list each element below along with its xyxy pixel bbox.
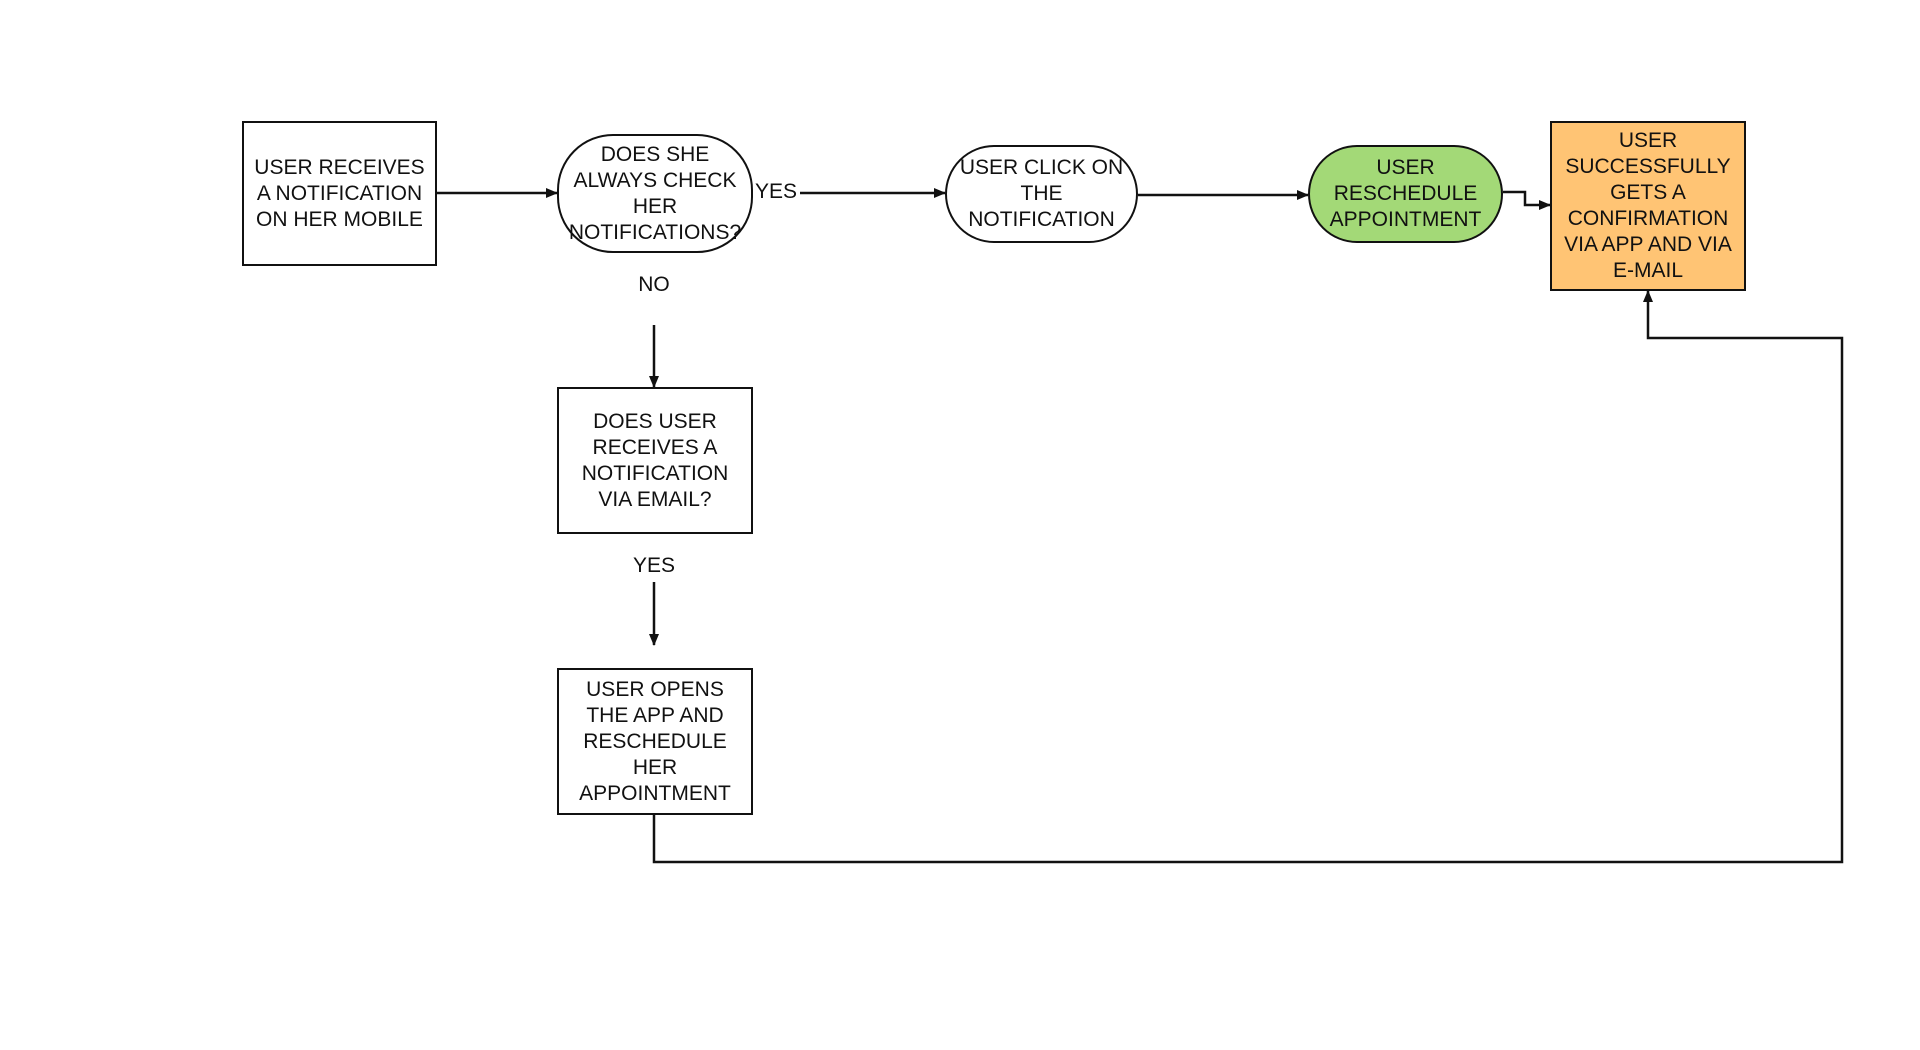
node-receive-notification: USER RECEIVES A NOTIFICATION ON HER MOBI… xyxy=(242,121,437,266)
node-receive-notification-text: USER RECEIVES A NOTIFICATION ON HER MOBI… xyxy=(254,155,425,231)
node-email-notification-text: DOES USER RECEIVES A NOTIFICATION VIA EM… xyxy=(581,409,729,511)
arrow-opens-to-confirmation xyxy=(652,290,1844,864)
node-check-notifications: DOES SHE ALWAYS CHECK HER NOTIFICATIONS? xyxy=(557,134,753,253)
node-reschedule: USER RESCHEDULE APPOINTMENT xyxy=(1308,145,1503,243)
node-check-notifications-text: DOES SHE ALWAYS CHECK HER NOTIFICATIONS? xyxy=(568,142,742,244)
node-opens-app-text: USER OPENS THE APP AND RESCHEDULE HER AP… xyxy=(579,677,731,805)
edge-label-yes-email: YES xyxy=(632,554,676,577)
arrow-reschedule-to-confirmation xyxy=(1503,190,1551,210)
node-opens-app: USER OPENS THE APP AND RESCHEDULE HER AP… xyxy=(557,668,753,815)
node-reschedule-text: USER RESCHEDULE APPOINTMENT xyxy=(1329,156,1482,231)
node-confirmation-text: USER SUCCESSFULLY GETS A CONFIRMATION VI… xyxy=(1564,129,1732,282)
edge-label-yes-check: YES xyxy=(754,180,798,203)
node-email-notification: DOES USER RECEIVES A NOTIFICATION VIA EM… xyxy=(557,387,753,534)
node-click-notification: USER CLICK ON THE NOTIFICATION xyxy=(945,145,1138,243)
node-click-notification-text: USER CLICK ON THE NOTIFICATION xyxy=(959,156,1124,231)
node-confirmation: USER SUCCESSFULLY GETS A CONFIRMATION VI… xyxy=(1550,121,1746,291)
edge-label-no-check: NO xyxy=(638,273,670,296)
